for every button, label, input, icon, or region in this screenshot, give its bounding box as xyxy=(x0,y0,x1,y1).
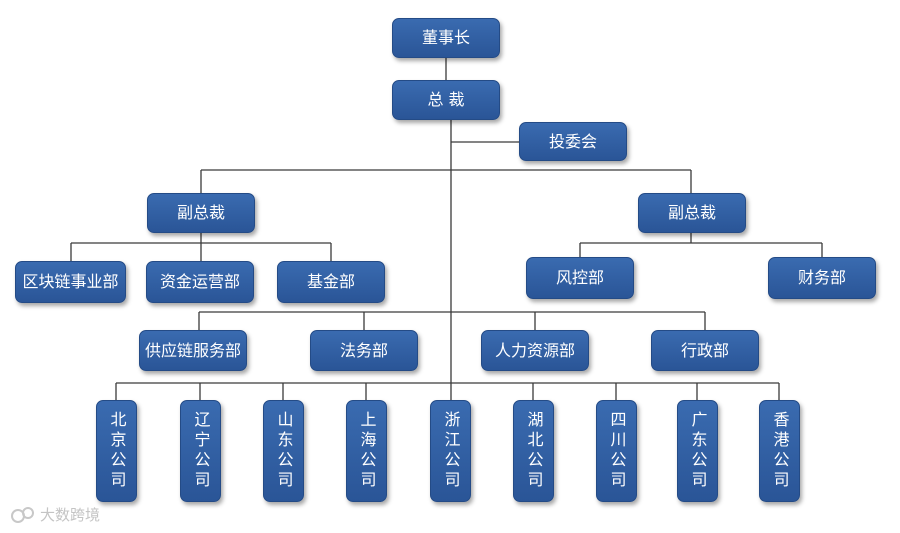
dept-legal: 法务部 xyxy=(310,330,418,371)
dept-finance: 财务部 xyxy=(768,257,876,299)
dept-admin: 行政部 xyxy=(651,330,759,371)
vp-right-box: 副总裁 xyxy=(638,193,746,233)
company-guangdong: 广东公司 xyxy=(677,400,718,502)
watermark-logo-icon xyxy=(11,506,34,523)
company-zhejiang: 浙江公司 xyxy=(430,400,471,502)
dept-fund-operations: 资金运营部 xyxy=(146,261,254,303)
company-sichuan: 四川公司 xyxy=(596,400,637,502)
company-beijing: 北京公司 xyxy=(96,400,137,502)
president-box: 总 裁 xyxy=(392,80,500,120)
investment-committee-box: 投委会 xyxy=(519,122,627,161)
dept-supply-chain: 供应链服务部 xyxy=(139,330,247,371)
company-liaoning: 辽宁公司 xyxy=(180,400,221,502)
watermark: 大数跨境 xyxy=(10,504,100,525)
dept-risk-control: 风控部 xyxy=(526,257,634,299)
company-hongkong: 香港公司 xyxy=(759,400,800,502)
dept-blockchain: 区块链事业部 xyxy=(15,261,126,303)
dept-hr: 人力资源部 xyxy=(481,330,589,371)
company-hubei: 湖北公司 xyxy=(513,400,554,502)
chairman-box: 董事长 xyxy=(392,18,500,58)
company-shandong: 山东公司 xyxy=(263,400,304,502)
vp-left-box: 副总裁 xyxy=(147,193,255,233)
dept-fund: 基金部 xyxy=(277,261,385,303)
company-shanghai: 上海公司 xyxy=(346,400,387,502)
watermark-text: 大数跨境 xyxy=(40,506,101,524)
